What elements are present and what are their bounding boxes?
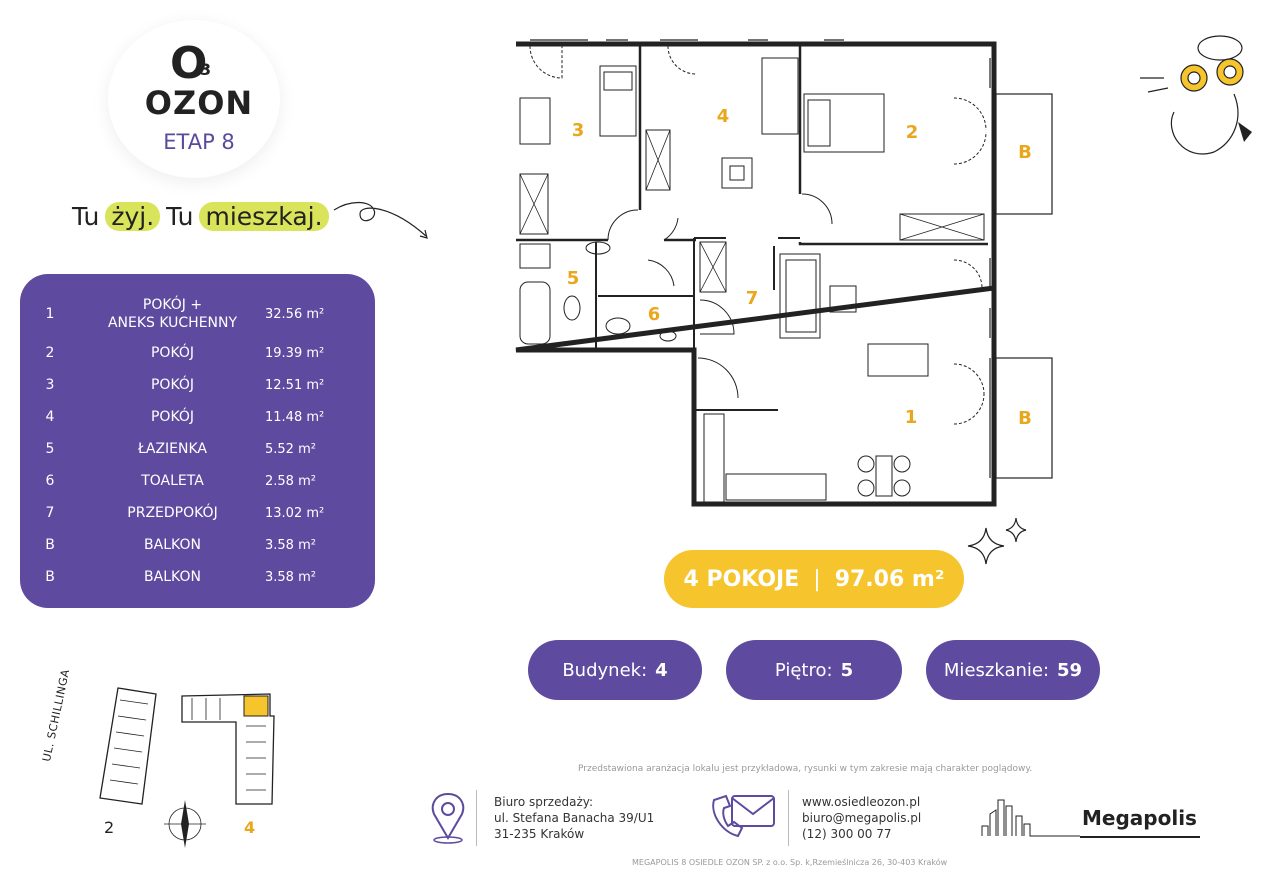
sparkle-icon	[967, 517, 1027, 565]
logo-badge	[108, 20, 280, 178]
room-number: 7	[45, 505, 55, 521]
room-number: B	[45, 537, 55, 553]
table-row: B BALKON 3.58 m²	[20, 568, 375, 586]
plan-label-room-7: 7	[746, 288, 759, 309]
office-street: ul. Stefana Banacha 39/U1	[494, 811, 655, 825]
binoculars-illustration-icon	[1140, 35, 1252, 155]
slogan-word: Tu	[72, 202, 100, 231]
room-number: 2	[45, 345, 55, 361]
room-area: 3.58 m²	[265, 569, 316, 585]
office-address: Biuro sprzedaży: ul. Stefana Banacha 39/…	[494, 794, 654, 842]
summary-separator: |	[813, 566, 821, 592]
room-name-line: ANEKS KUCHENNY	[107, 315, 238, 331]
table-row: 5 ŁAZIENKA 5.52 m²	[20, 440, 375, 458]
plan-label-room-4: 4	[717, 106, 730, 127]
room-number: 6	[45, 473, 55, 489]
room-name: POKÓJ	[150, 377, 195, 393]
floor-value: 5	[840, 659, 854, 681]
table-row: 1 POKÓJ + ANEKS KUCHENNY 32.56 m²	[20, 296, 375, 332]
room-name: POKÓJ + ANEKS KUCHENNY	[80, 296, 265, 332]
skyline-icon	[981, 799, 1080, 837]
room-area: 19.39 m²	[265, 345, 325, 361]
logo-name: OZON	[144, 84, 254, 122]
room-number: 5	[45, 441, 55, 457]
room-name: PRZEDPOKÓJ	[127, 505, 218, 521]
slogan-highlight: mieszkaj.	[199, 202, 329, 231]
table-row: 4 POKÓJ 11.48 m²	[20, 408, 375, 426]
table-row: 2 POKÓJ 19.39 m²	[20, 344, 375, 362]
logo-subscript: 3	[200, 60, 212, 79]
site-map	[99, 687, 275, 805]
email-link[interactable]: biuro@megapolis.pl	[802, 811, 922, 825]
location-pin-icon	[431, 792, 465, 844]
footer-divider	[788, 790, 789, 846]
plan-label-room-1: 1	[905, 407, 918, 428]
swirl-arrow-icon	[333, 201, 428, 239]
room-name: TOALETA	[141, 473, 204, 489]
table-row: B BALKON 3.58 m²	[20, 536, 375, 554]
building-4-label: 4	[244, 818, 256, 837]
building-badge: Budynek: 4	[528, 640, 702, 700]
company-info: MEGAPOLIS 8 OSIEDLE OZON SP. z o.o. Sp. …	[632, 858, 948, 867]
apartment-badge: Mieszkanie: 59	[926, 640, 1100, 700]
footer-divider	[476, 790, 477, 846]
plan-label-balcony: B	[1018, 142, 1032, 163]
plan-label-room-3: 3	[572, 120, 585, 141]
disclaimer: Przedstawiona aranżacja lokalu jest przy…	[578, 764, 1033, 774]
room-number: 1	[45, 306, 55, 322]
room-name: POKÓJ	[150, 345, 195, 361]
plan-label-room-5: 5	[567, 268, 580, 289]
room-name: POKÓJ	[150, 409, 195, 425]
slogan: Tu żyj. Tu mieszkaj.	[72, 202, 329, 231]
table-row: 3 POKÓJ 12.51 m²	[20, 376, 375, 394]
room-number: B	[45, 569, 55, 585]
room-table: 1 POKÓJ + ANEKS KUCHENNY 32.56 m² 2 POKÓJ…	[20, 274, 375, 608]
logo-stage: ETAP 8	[163, 130, 235, 154]
summary-area: 97.06 m²	[834, 566, 945, 592]
table-row: 6 TOALETA 2.58 m²	[20, 472, 375, 490]
room-area: 32.56 m²	[265, 306, 325, 322]
logo-symbol: O	[170, 38, 208, 89]
brand-name: Megapolis	[1082, 806, 1197, 830]
slogan-word: Tu	[166, 202, 194, 231]
office-title: Biuro sprzedaży:	[494, 795, 594, 809]
table-row: 7 PRZEDPOKÓJ 13.02 m²	[20, 504, 375, 522]
room-name: ŁAZIENKA	[138, 441, 207, 457]
apartment-summary: 4 POKOJE | 97.06 m²	[664, 550, 964, 608]
floor-label: Piętro:	[774, 659, 833, 681]
room-number: 3	[45, 377, 55, 393]
building-label: Budynek:	[562, 659, 648, 681]
floor-plan: 1 2 3 4 5 6 7 B B	[515, 39, 1053, 507]
brand-underline	[1080, 836, 1200, 838]
website-link[interactable]: www.osiedleozon.pl	[802, 795, 921, 809]
contact-info: www.osiedleozon.pl biuro@megapolis.pl (1…	[802, 794, 921, 842]
compass-icon	[164, 800, 206, 848]
plan-label-room-2: 2	[906, 122, 919, 143]
room-number: 4	[45, 409, 55, 425]
apartment-label: Mieszkanie:	[943, 659, 1050, 681]
plan-label-balcony: B	[1018, 408, 1032, 429]
summary-rooms: 4 POKOJE	[683, 566, 800, 592]
room-area: 13.02 m²	[265, 505, 325, 521]
office-city: 31-235 Kraków	[494, 827, 585, 841]
room-area: 3.58 m²	[265, 537, 316, 553]
room-area: 11.48 m²	[265, 409, 325, 425]
room-area: 5.52 m²	[265, 441, 316, 457]
street-name: UL. SCHILLINGA	[40, 667, 73, 763]
floor-badge: Piętro: 5	[726, 640, 902, 700]
building-2-label: 2	[104, 818, 115, 837]
room-area: 12.51 m²	[265, 377, 325, 393]
phone-number[interactable]: (12) 300 00 77	[802, 827, 892, 841]
phone-mail-icon	[712, 794, 775, 838]
room-name: BALKON	[144, 537, 201, 553]
building-value: 4	[655, 659, 668, 681]
room-area: 2.58 m²	[265, 473, 316, 489]
slogan-highlight: żyj.	[105, 202, 161, 231]
apartment-value: 59	[1057, 659, 1083, 681]
plan-label-room-6: 6	[648, 304, 661, 325]
room-name: BALKON	[144, 569, 201, 585]
room-name-line: POKÓJ +	[142, 297, 203, 313]
